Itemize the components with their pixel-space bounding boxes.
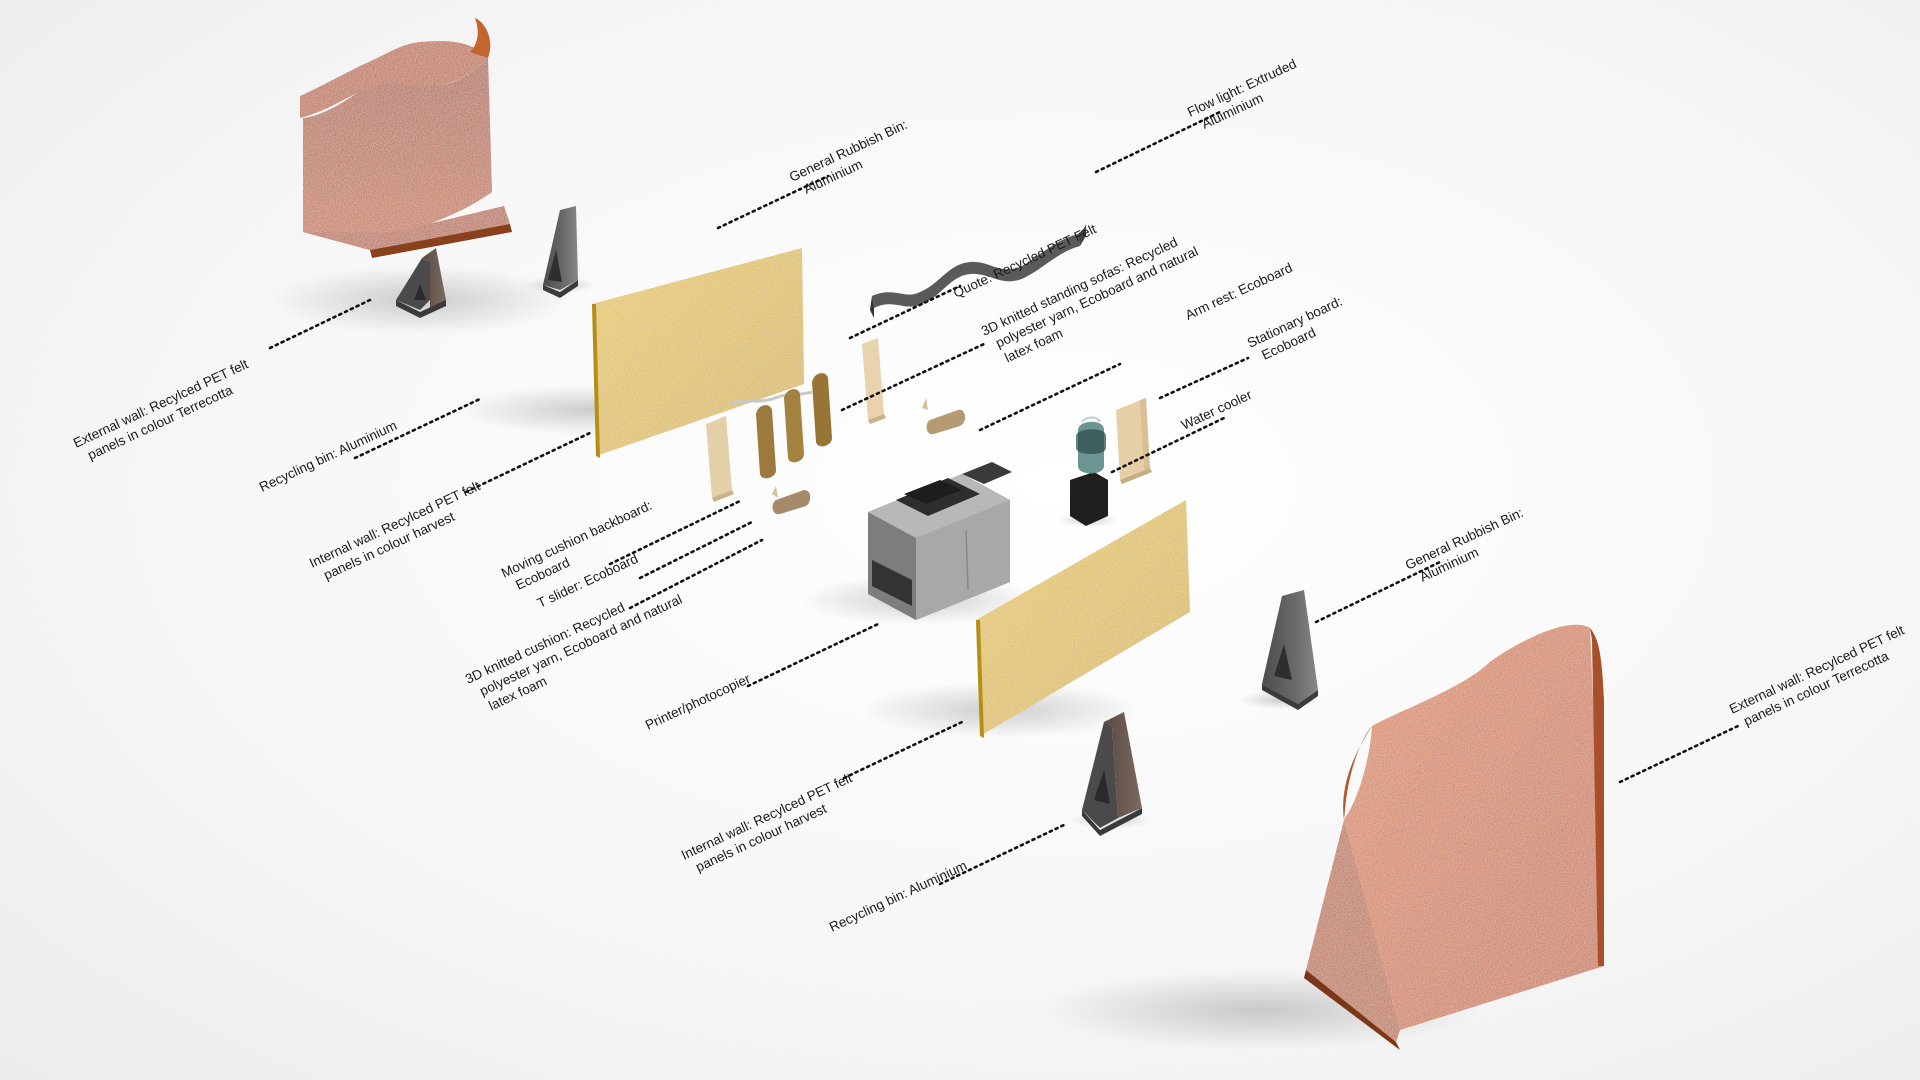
external-wall-right-line-1: External wall: Recylced PET felt (1727, 622, 1907, 716)
recycling-bin-left-line-1: Recycling bin: Aluminium (257, 418, 399, 495)
printer-photocopier (800, 462, 1040, 625)
label-external-wall-left: External wall: Recylced PET feltpanels i… (71, 356, 258, 466)
printer-line-1: Printer/photocopier (643, 671, 753, 733)
arm-rest (772, 398, 966, 515)
quote-strip (729, 390, 813, 406)
external-wall-left (270, 18, 570, 335)
t-slider-line-1: T slider: Ecoboard (535, 551, 640, 611)
flow-light (870, 222, 1086, 318)
internal-wall-right (860, 500, 1190, 738)
internal-wall-right-line-1: Internal wall: Recylced PET felt (679, 770, 855, 863)
external-wall-right (1040, 624, 1604, 1050)
label-recycling-bin-left: Recycling bin: Aluminium (257, 418, 399, 495)
label-printer: Printer/photocopier (643, 671, 753, 733)
label-general-bin-top: General Rubbish Bin:Aluminium (787, 117, 917, 200)
general-bin-right (1240, 590, 1320, 710)
label-internal-wall-left: Internal wall: Recylced PET feltpanels i… (307, 478, 490, 586)
knitted-cushions (756, 373, 832, 479)
leader-lines (268, 110, 1740, 886)
moving-cushion-backboard (706, 416, 734, 502)
recycling-bin-left (396, 248, 446, 318)
label-flow-light: Flow light: ExtrudedAluiminium (1185, 56, 1306, 135)
label-t-slider: T slider: Ecoboard (535, 551, 640, 611)
label-general-bin-right: General Rubbish Bin:Aluminium (1403, 505, 1533, 588)
recycling-bin-right (1070, 712, 1150, 836)
label-water-cooler: Water cooler (1179, 387, 1255, 433)
water-cooler-line-1: Water cooler (1179, 387, 1255, 433)
internal-wall-left (460, 248, 804, 458)
stationary-board (1116, 398, 1152, 484)
standing-sofas-line-1: 3D knitted standing sofas: Recycled (979, 234, 1180, 338)
label-arm-rest: Arm rest: Ecoboard (1183, 260, 1295, 323)
water-cooler (1058, 416, 1118, 527)
label-recycling-bin-right: Recycling bin: Aluminium (827, 858, 969, 935)
recycling-bin-right-line-1: Recycling bin: Aluminium (827, 858, 969, 935)
internal-wall-left-line-1: Internal wall: Recylced PET felt (307, 478, 483, 571)
label-knitted-cushion: 3D knitted cushion: Recycledpolyester ya… (463, 576, 692, 717)
knitted-cushion-line-2: polyester yarn, Ecoboard and natural (477, 592, 684, 699)
general-bin-top (525, 206, 595, 298)
label-internal-wall-right: Internal wall: Recylced PET feltpanels i… (679, 770, 862, 878)
standing-sofa-board (862, 338, 886, 424)
label-external-wall-right: External wall: Recylced PET feltpanels i… (1727, 622, 1914, 732)
label-stationary-board: Stationary board:Ecoboard (1245, 294, 1352, 366)
external-wall-left-line-1: External wall: Recylced PET felt (71, 356, 251, 450)
arm-rest-line-1: Arm rest: Ecoboard (1183, 260, 1295, 323)
label-standing-sofas: 3D knitted standing sofas: Recycledpolye… (979, 228, 1208, 369)
